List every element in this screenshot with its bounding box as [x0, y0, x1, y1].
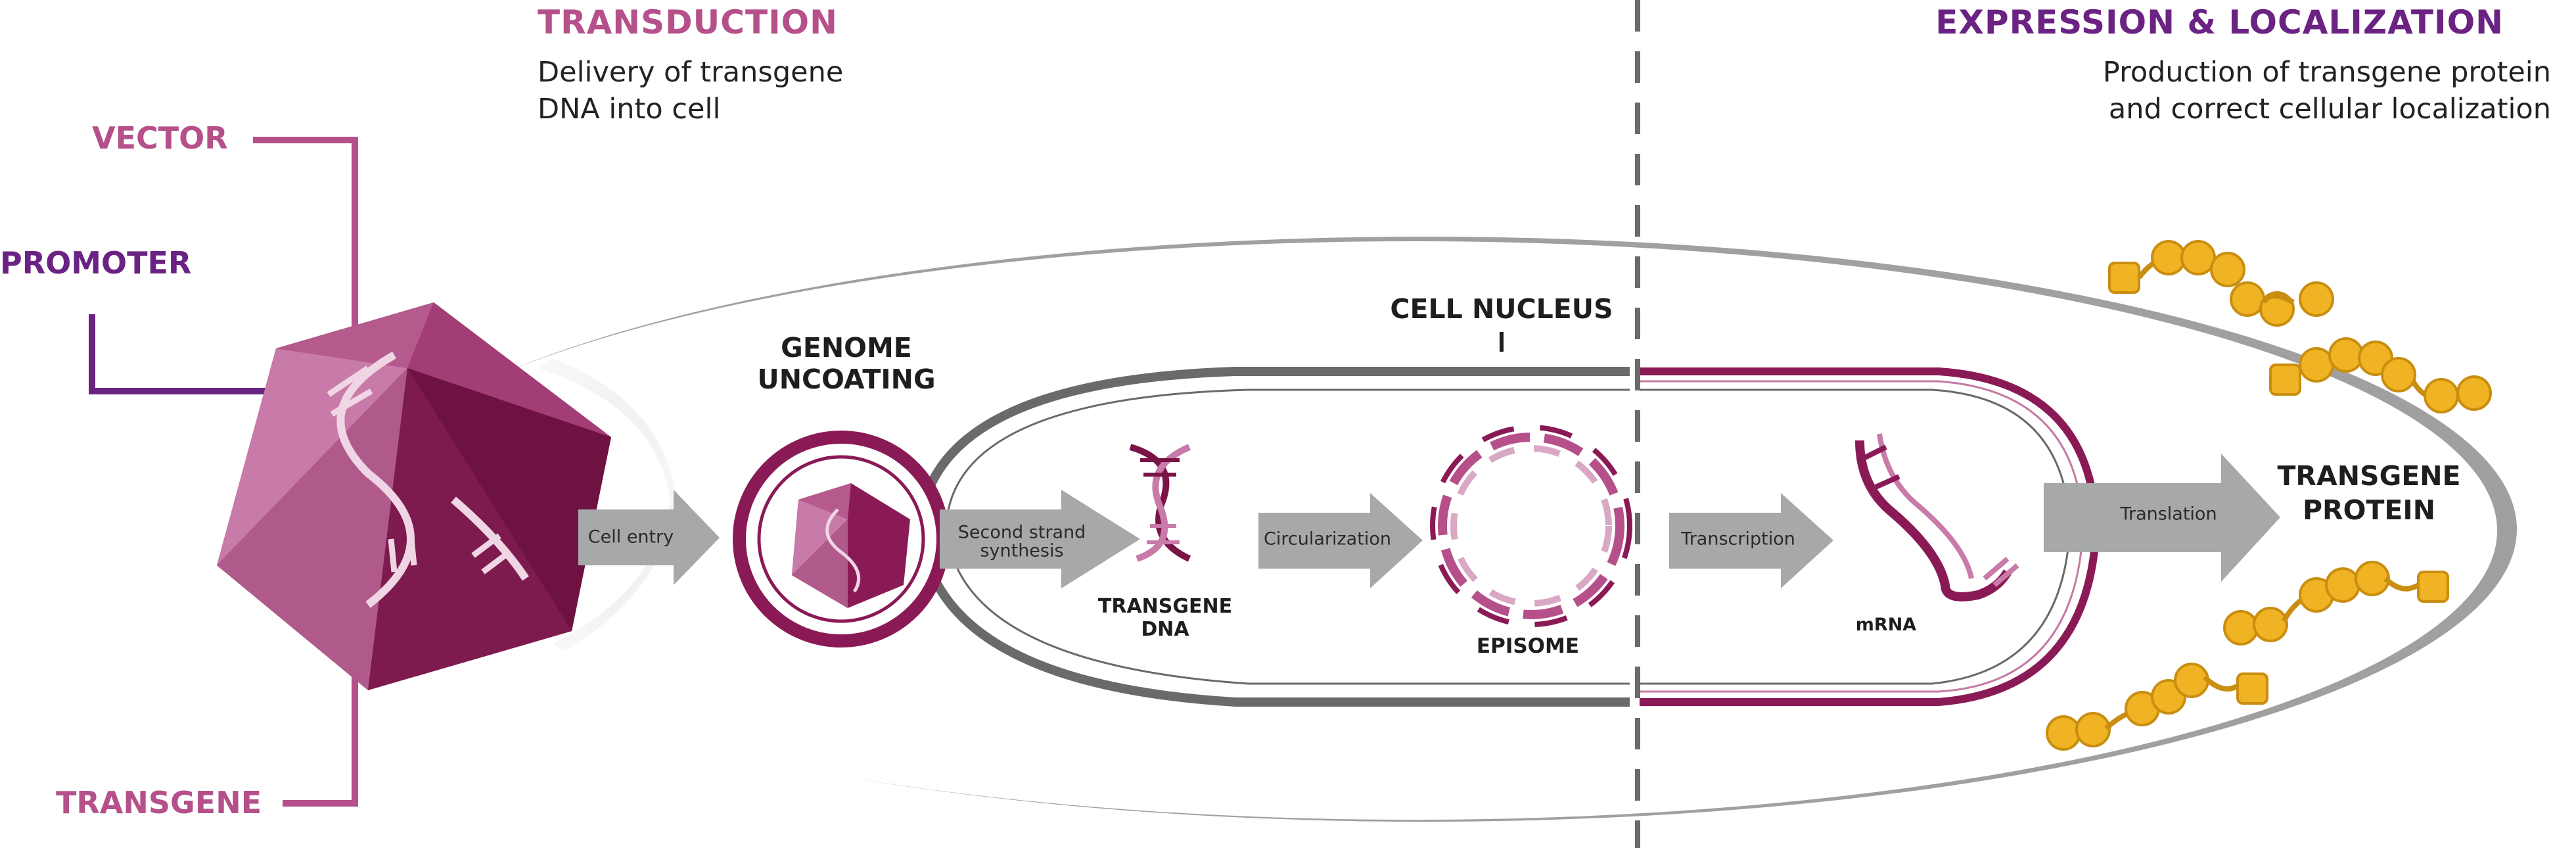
second-strand-step-label-line2: synthesis — [980, 540, 1064, 561]
mrna-label: mRNA — [1855, 615, 1917, 635]
protein-chain — [2108, 240, 2334, 327]
process-arrows — [578, 454, 2280, 588]
transgene-dna-label-line2: DNA — [1141, 618, 1189, 641]
circularization-step-label: Circularization — [1264, 529, 1391, 550]
genome-uncoating-label-line2: UNCOATING — [757, 364, 936, 395]
transduction-title: TRANSDUCTION — [538, 3, 839, 41]
transgene-protein-chains — [2046, 240, 2492, 751]
transgene-protein-label-line2: PROTEIN — [2302, 494, 2436, 526]
transgene-dna-label-line1: TRANSGENE — [1097, 595, 1233, 618]
expression-title: EXPRESSION & LOCALIZATION — [1935, 3, 2504, 41]
transcription-step-label: Transcription — [1681, 529, 1795, 550]
expression-subtitle-line2: and correct cellular localization — [2108, 93, 2551, 126]
expression-subtitle-line1: Production of transgene protein — [2102, 56, 2551, 89]
cell-entry-step-label: Cell entry — [587, 527, 674, 548]
translation-step-label: Translation — [2120, 504, 2217, 525]
second-strand-arrow — [940, 490, 1140, 588]
second-strand-step-label-line1: Second strand — [957, 522, 1086, 543]
genome-uncoating-label-line1: GENOME — [781, 332, 912, 364]
promoter-label: PROMOTER — [0, 245, 192, 281]
transcription-arrow — [1669, 493, 1833, 588]
vector-label: VECTOR — [92, 120, 228, 156]
protein-chain — [2223, 561, 2449, 646]
label-leader-lines — [89, 137, 358, 807]
cell-entry-arrow — [578, 490, 720, 585]
transgene-protein-label-line1: TRANSGENE — [2277, 460, 2461, 492]
cell-nucleus-label: CELL NUCLEUS — [1390, 293, 1613, 325]
translation-arrow — [2044, 454, 2280, 582]
transgene-label: TRANSGENE — [56, 785, 262, 820]
transduction-subtitle-line1: Delivery of transgene — [538, 56, 844, 89]
protein-chain — [2046, 663, 2268, 751]
episome-label: EPISOME — [1476, 634, 1580, 658]
transgene-dna — [1129, 444, 1191, 562]
episome — [1430, 425, 1632, 627]
mrna-strand — [1855, 433, 2019, 601]
aav-capsid — [217, 302, 611, 690]
transduction-subtitle-line2: DNA into cell — [538, 93, 721, 126]
uncoating-vesicle — [733, 431, 950, 648]
protein-chain — [2269, 337, 2492, 413]
circularization-arrow — [1258, 493, 1423, 588]
